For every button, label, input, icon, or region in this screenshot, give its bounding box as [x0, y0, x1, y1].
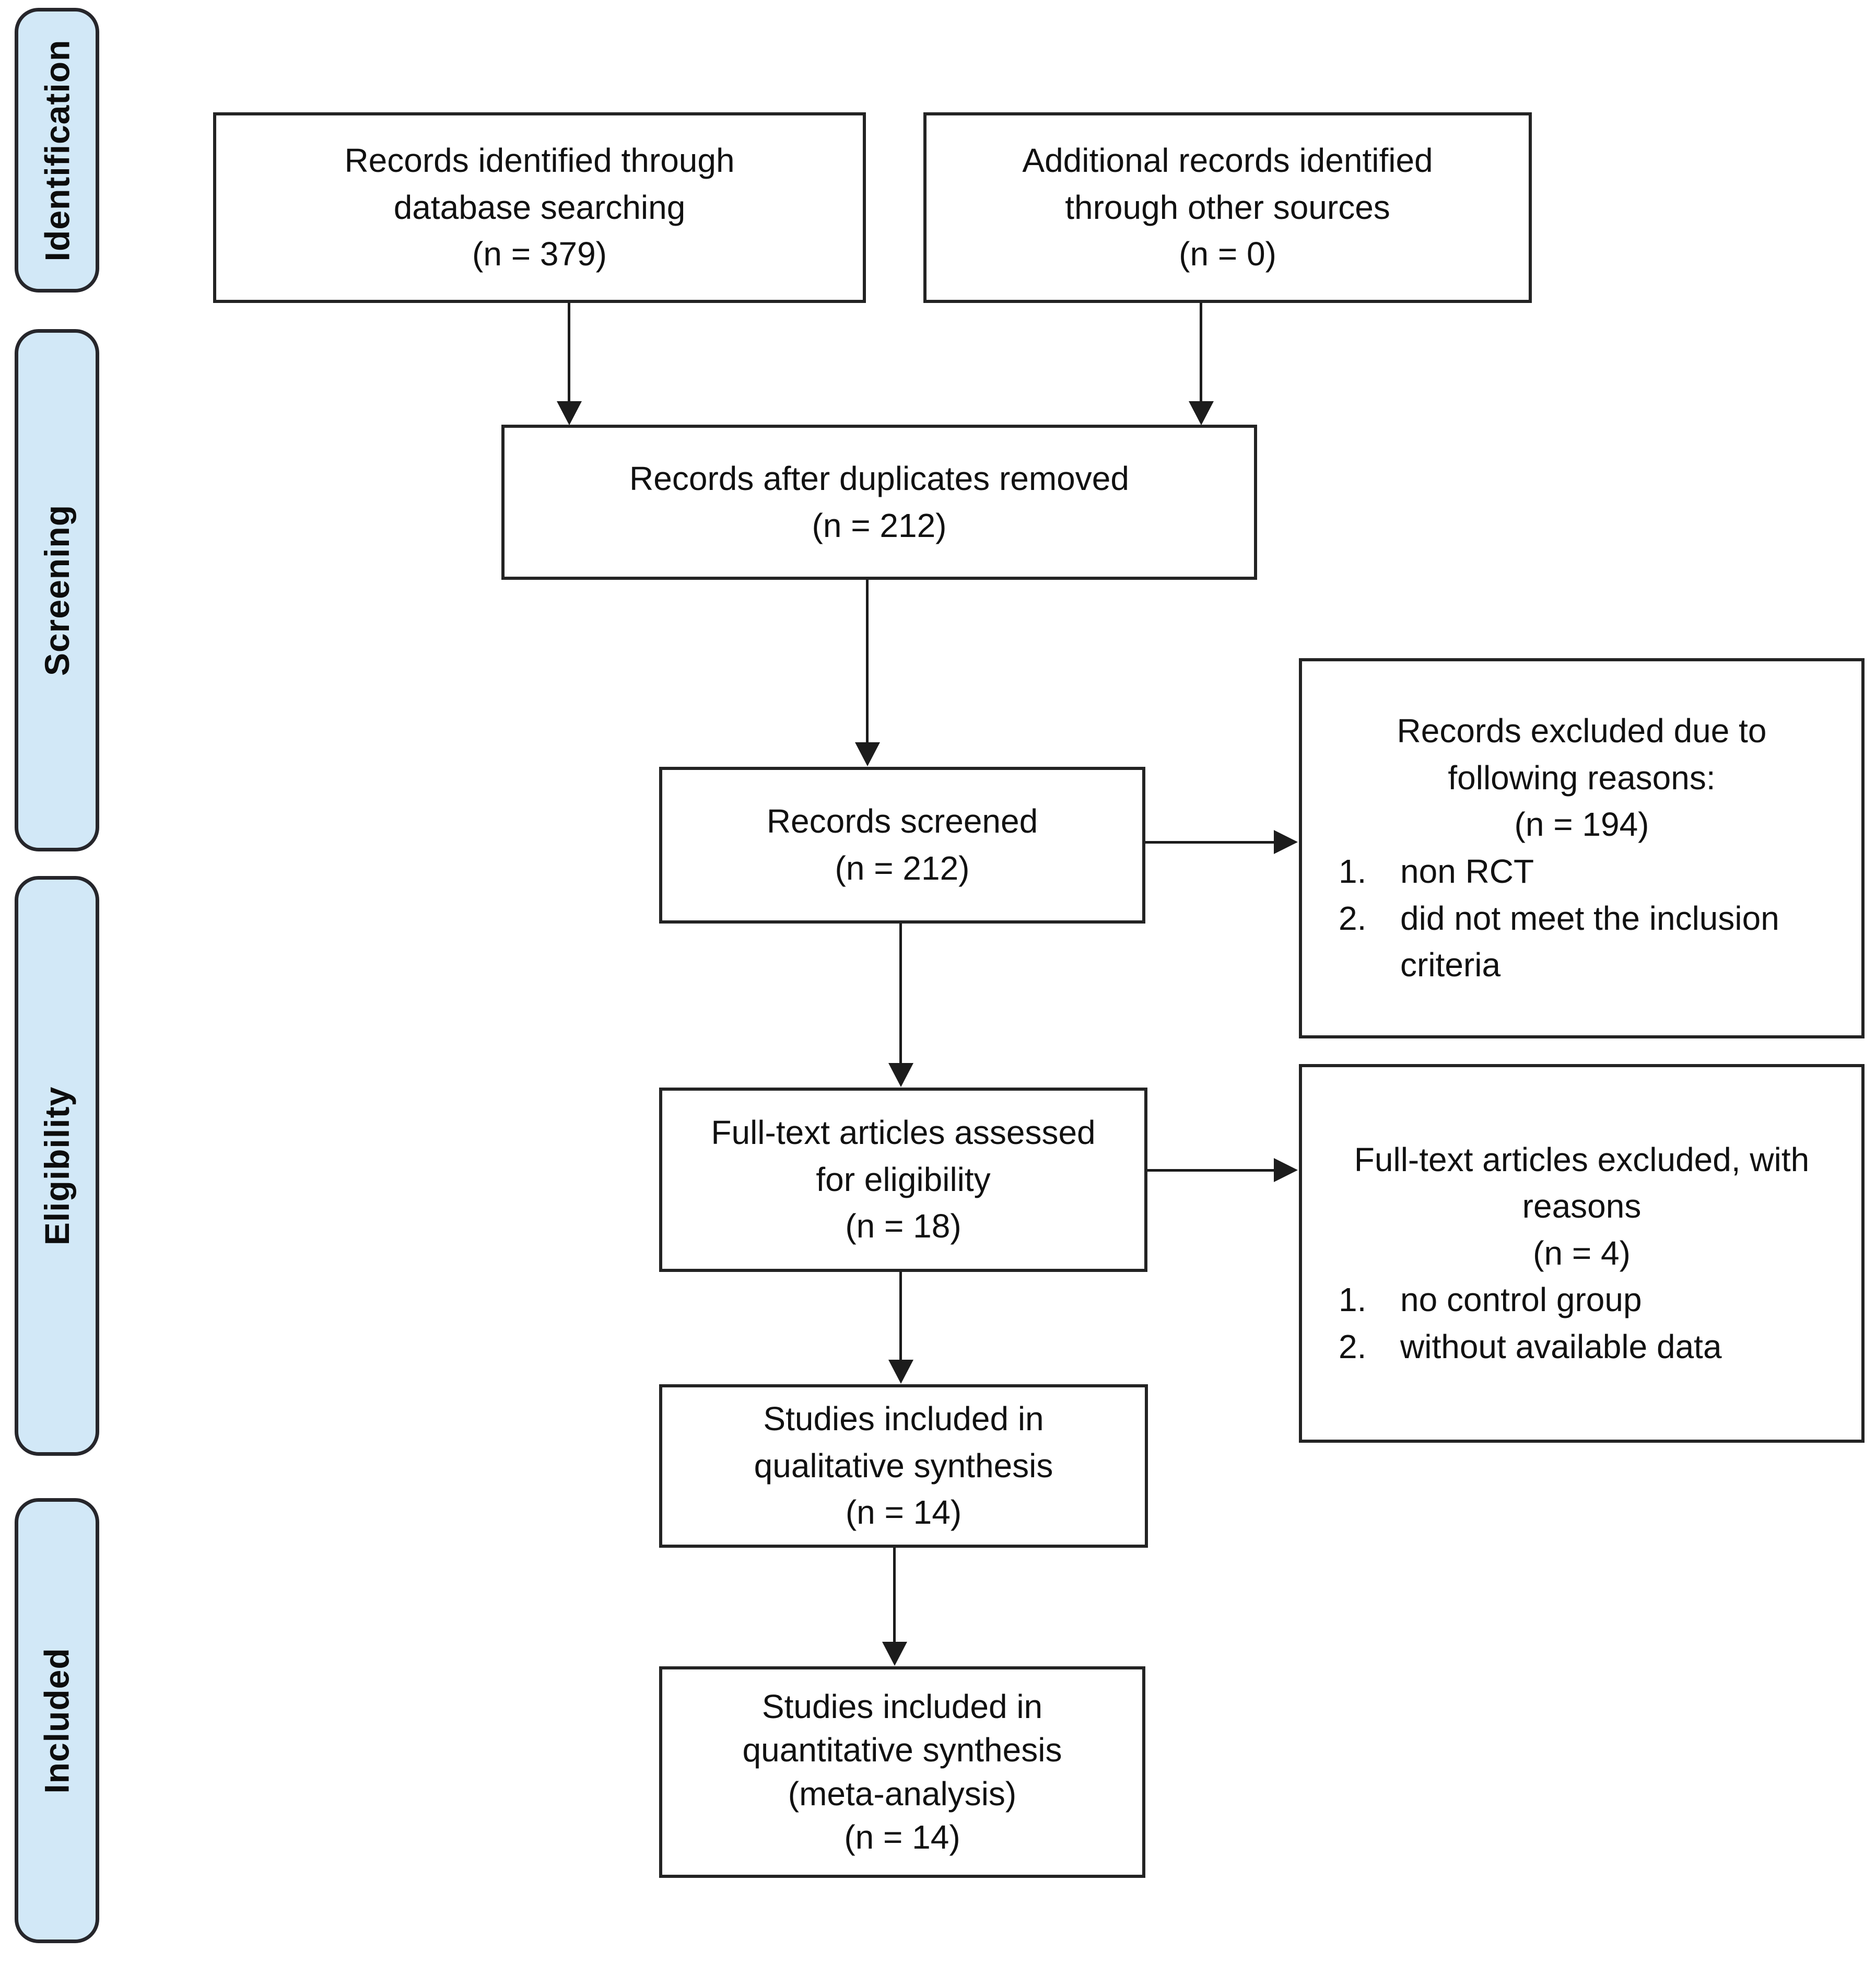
box-count: (n = 379) — [472, 235, 607, 273]
box-count: (n = 14) — [845, 1493, 962, 1532]
stage-screening-label: Screening — [38, 504, 77, 676]
box-count: (n = 212) — [835, 849, 970, 887]
exclusion-reason-list: 1. no control group 2. without available… — [1312, 1277, 1851, 1370]
list-item: 2. did not meet the inclusion criteria — [1339, 895, 1851, 989]
list-item: 1. non RCT — [1339, 848, 1851, 895]
box-line: Records excluded due to — [1397, 712, 1767, 750]
box-records-identified: Records identified through database sear… — [213, 112, 866, 303]
box-line: Additional records identified — [1022, 142, 1433, 180]
stage-eligibility-label: Eligibility — [38, 1086, 77, 1246]
box-qualitative-synthesis: Studies included in qualitative synthesi… — [659, 1384, 1148, 1548]
box-count: (n = 4) — [1533, 1234, 1631, 1272]
list-item-number: 1. — [1339, 852, 1367, 890]
box-line: Records after duplicates removed — [629, 459, 1129, 497]
box-records-screened: Records screened (n = 212) — [659, 767, 1145, 924]
stage-included: Included — [15, 1498, 99, 1943]
list-item-text: no control group — [1400, 1281, 1642, 1319]
box-line: (meta-analysis) — [788, 1774, 1017, 1813]
arrow-fulltext-to-qualitative — [899, 1272, 902, 1361]
exclusion-reason-list: 1. non RCT 2. did not meet the inclusion… — [1312, 848, 1851, 989]
list-item-number: 2. — [1339, 1327, 1367, 1365]
box-duplicates-removed: Records after duplicates removed (n = 21… — [501, 425, 1257, 580]
box-line: Records screened — [766, 802, 1038, 840]
box-line: Studies included in — [761, 1688, 1043, 1726]
stage-screening: Screening — [15, 329, 99, 851]
box-fulltext-assessed: Full-text articles assessed for eligibil… — [659, 1088, 1147, 1272]
list-item-number: 1. — [1339, 1281, 1367, 1319]
arrowhead-down-icon — [855, 742, 880, 766]
box-line: following reasons: — [1448, 758, 1716, 797]
box-line: reasons — [1522, 1187, 1642, 1225]
arrow-duplicates-to-screened — [866, 580, 869, 744]
arrow-additional-to-duplicates — [1200, 303, 1202, 403]
list-item: 1. no control group — [1339, 1277, 1851, 1324]
box-count: (n = 0) — [1179, 235, 1276, 273]
box-quantitative-synthesis: Studies included in quantitative synthes… — [659, 1666, 1145, 1878]
box-line: Studies included in — [763, 1400, 1044, 1438]
box-line: database searching — [393, 188, 686, 226]
list-item-number: 2. — [1339, 899, 1367, 937]
stage-identification-label: Identification — [38, 39, 77, 261]
arrowhead-down-icon — [888, 1063, 913, 1087]
arrowhead-right-icon — [1274, 1158, 1298, 1182]
arrowhead-down-icon — [882, 1642, 907, 1666]
arrowhead-down-icon — [888, 1360, 913, 1384]
stage-included-label: Included — [38, 1648, 77, 1794]
box-records-excluded: Records excluded due to following reason… — [1299, 658, 1865, 1038]
box-line: Records identified through — [344, 142, 735, 180]
box-line: qualitative synthesis — [754, 1446, 1053, 1485]
list-item-text: non RCT — [1400, 852, 1534, 890]
stage-identification: Identification — [15, 8, 99, 293]
stage-eligibility: Eligibility — [15, 876, 99, 1456]
arrow-identified-to-duplicates — [568, 303, 570, 403]
arrowhead-down-icon — [557, 401, 582, 425]
box-line: Full-text articles excluded, with — [1354, 1140, 1810, 1178]
box-line: Full-text articles assessed — [711, 1114, 1096, 1152]
list-item-text: did not meet the inclusion criteria — [1400, 899, 1779, 984]
box-line: for eligibility — [816, 1160, 991, 1198]
box-additional-records: Additional records identified through ot… — [923, 112, 1532, 303]
arrow-fulltext-to-excluded — [1147, 1169, 1275, 1172]
box-count: (n = 18) — [845, 1207, 962, 1245]
arrow-screened-to-excluded — [1145, 841, 1275, 844]
box-count: (n = 14) — [844, 1818, 960, 1856]
box-count: (n = 212) — [812, 506, 947, 544]
box-line: quantitative synthesis — [742, 1731, 1062, 1769]
arrow-qualitative-to-quantitative — [893, 1548, 896, 1643]
box-count: (n = 194) — [1514, 805, 1649, 844]
box-line: through other sources — [1065, 188, 1390, 226]
list-item-text: without available data — [1400, 1327, 1722, 1365]
arrowhead-right-icon — [1274, 830, 1298, 854]
list-item: 2. without available data — [1339, 1324, 1851, 1371]
box-fulltext-excluded: Full-text articles excluded, with reason… — [1299, 1064, 1865, 1443]
arrow-screened-to-fulltext — [899, 924, 902, 1065]
arrowhead-down-icon — [1189, 401, 1214, 425]
